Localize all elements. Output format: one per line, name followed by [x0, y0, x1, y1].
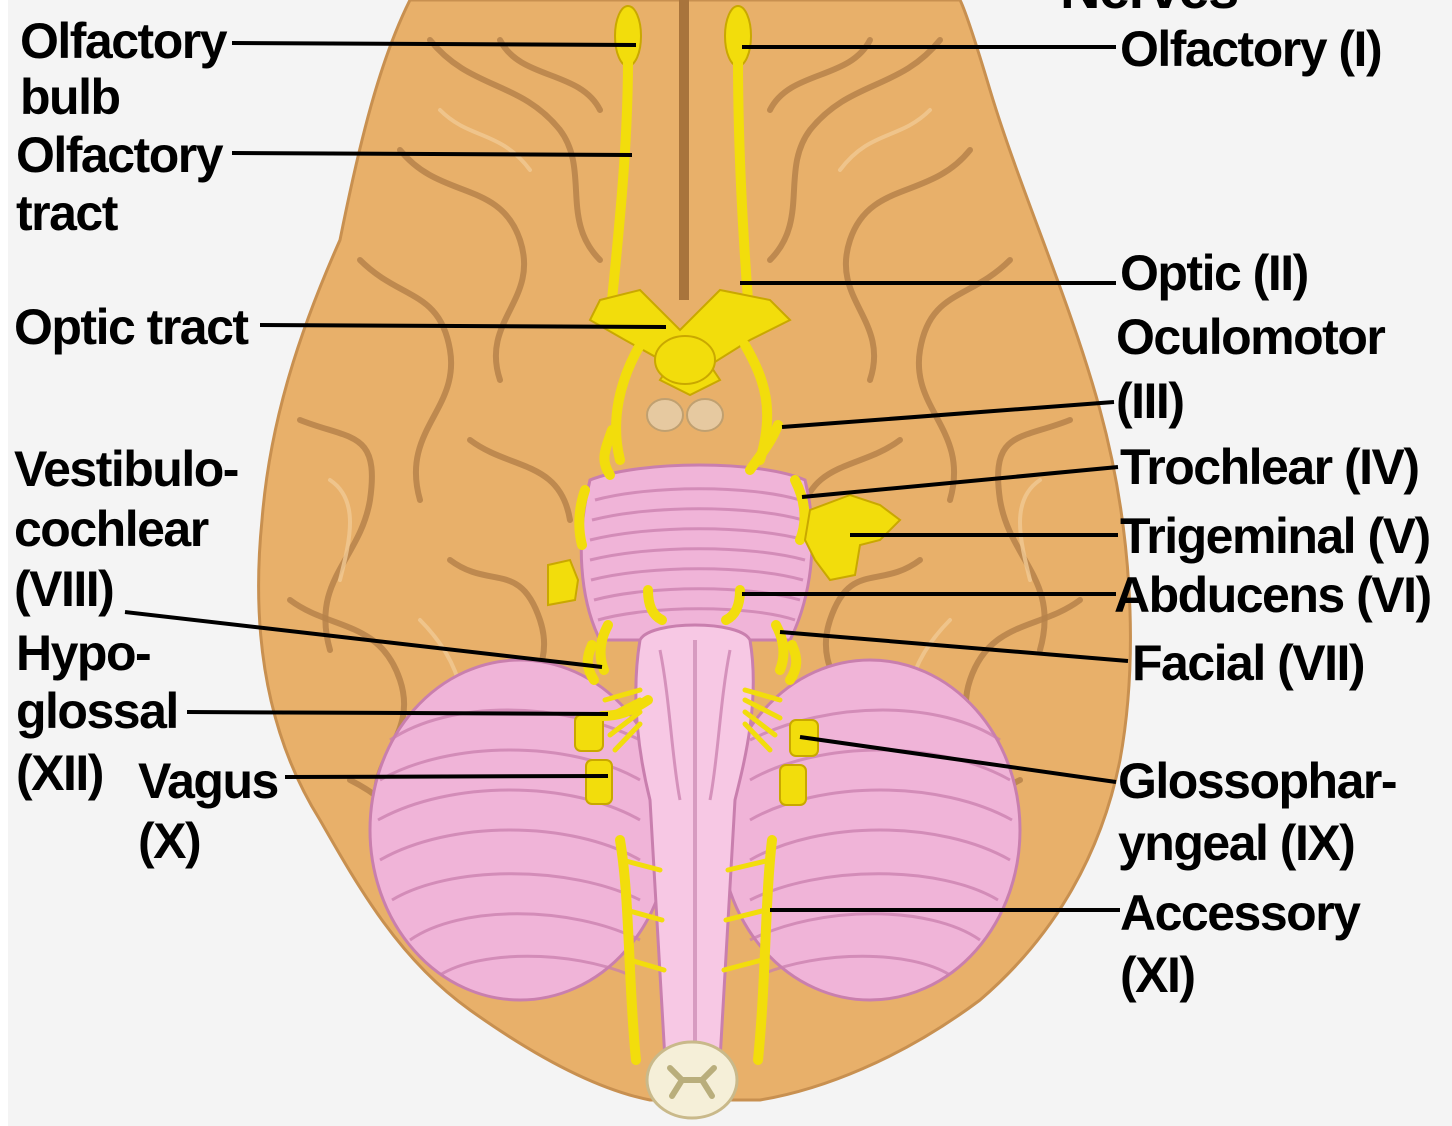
- mammillary-body-right: [687, 399, 723, 431]
- leader-optic-tract: [260, 325, 666, 327]
- label-facial: Facial (VII): [1132, 635, 1364, 691]
- label-optic: Optic (II): [1120, 245, 1308, 301]
- pituitary-stalk: [655, 336, 715, 384]
- label-olfactory: Olfactory (I): [1120, 21, 1381, 77]
- glossopharyngeal-nerve-left: [575, 715, 603, 751]
- label-trochlear: Trochlear (IV): [1120, 439, 1419, 495]
- label-optic-tract: Optic tract: [14, 299, 249, 355]
- leader-vagus: [285, 776, 608, 777]
- leader-olfactory-tract: [232, 153, 632, 155]
- vagus-nerve-left: [586, 760, 612, 804]
- label-abducens: Abducens (VI): [1114, 567, 1431, 623]
- pons-body: [581, 465, 812, 640]
- leader-hypoglossal: [187, 712, 608, 714]
- trochlear-nerve-left: [579, 490, 585, 545]
- leader-olfactory-bulb: [232, 43, 636, 45]
- pons: [581, 465, 812, 640]
- heading-partial: Nerves: [1060, 0, 1238, 20]
- label-trigeminal: Trigeminal (V): [1120, 508, 1430, 564]
- vagus-nerve-right: [780, 765, 806, 805]
- trigeminal-nerve-left: [548, 560, 578, 605]
- mammillary-body-left: [647, 399, 683, 431]
